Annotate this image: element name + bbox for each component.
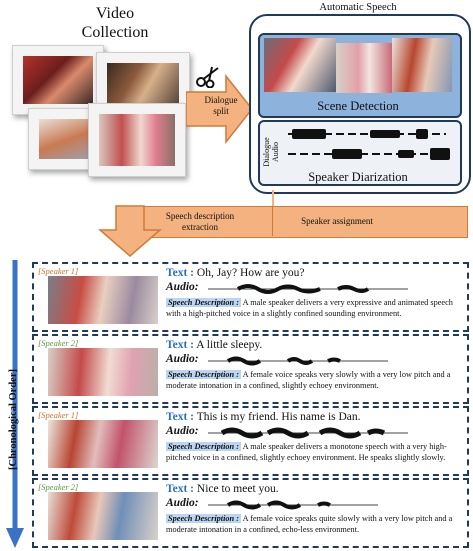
scene-shot-3: [392, 38, 452, 92]
utterance-text: Text : A little sleepy.: [166, 339, 263, 351]
audio-waveform: [208, 284, 408, 294]
dialogue-panel-4: [Speaker 2] Text : Nice to meet you. Aud…: [32, 478, 469, 548]
video-frame-4: [88, 103, 186, 177]
speaker-tag: [Speaker 2]: [38, 482, 79, 492]
scene-thumbnail: [48, 348, 158, 396]
audio-label: Audio:: [166, 425, 199, 437]
down-arrow: [97, 205, 163, 257]
scene-shot-1: [264, 38, 336, 92]
video-frame-1: [12, 45, 104, 115]
speaker-tag: [Speaker 2]: [38, 338, 79, 348]
speaker-assignment-label: Speaker assignment: [301, 216, 373, 226]
audio-waveform: [208, 427, 408, 439]
speaker-diarization-label: Speaker Diarization: [308, 170, 408, 184]
dialogue-split-arrow: [186, 73, 253, 145]
audio-waveform: [208, 500, 378, 510]
speech-description: Speech Description : A male speaker deli…: [166, 442, 447, 462]
speech-description: Speech Description : A male speaker deli…: [166, 298, 453, 318]
utterance-text: Text : This is my friend. His name is Da…: [166, 411, 361, 423]
dialogue-split-label: Dialogue split: [204, 95, 238, 116]
diarization-waveforms: [288, 129, 450, 160]
dialogue-audio-axis-label: Dialogue Audio: [262, 137, 280, 167]
scissors-icon: [196, 66, 219, 88]
scene-shot-2: [336, 43, 392, 93]
speech-description: Speech Description : A female voice spea…: [166, 370, 451, 390]
timeline-arrow: [6, 260, 24, 548]
video-collection-title: Video Collection: [81, 5, 149, 41]
speaker-tag: [Speaker 1]: [38, 266, 79, 276]
audio-label: Audio:: [166, 353, 199, 365]
processing-bar: [128, 206, 468, 238]
dialogue-panel-3: [Speaker 1] Text : This is my friend. Hi…: [32, 406, 469, 476]
chronological-order-label: [Chronological Order]: [8, 368, 19, 470]
audio-waveform: [208, 356, 388, 366]
audio-label: Audio:: [166, 497, 199, 509]
bar-divider: [272, 206, 273, 236]
speaker-tag: [Speaker 1]: [38, 410, 79, 420]
dialogue-panel-2: [Speaker 2] Text : A little sleepy. Audi…: [32, 334, 469, 404]
scene-thumbnail: [48, 276, 158, 324]
speech-description-extraction-label: Speech description extraction: [165, 211, 235, 232]
scene-thumbnail: [48, 492, 158, 540]
scene-thumbnail: [48, 420, 158, 468]
speech-description: Speech Description : A female voice spea…: [166, 514, 453, 534]
audio-label: Audio:: [166, 281, 199, 293]
asr-connector: [272, 190, 274, 206]
scene-detection-label: Scene Detection: [317, 99, 399, 113]
utterance-text: Text : Oh, Jay? How are you?: [166, 267, 305, 279]
dialogue-panel-1: [Speaker 1] Text : Oh, Jay? How are you?…: [32, 262, 469, 332]
utterance-text: Text : Nice to meet you.: [166, 483, 279, 495]
